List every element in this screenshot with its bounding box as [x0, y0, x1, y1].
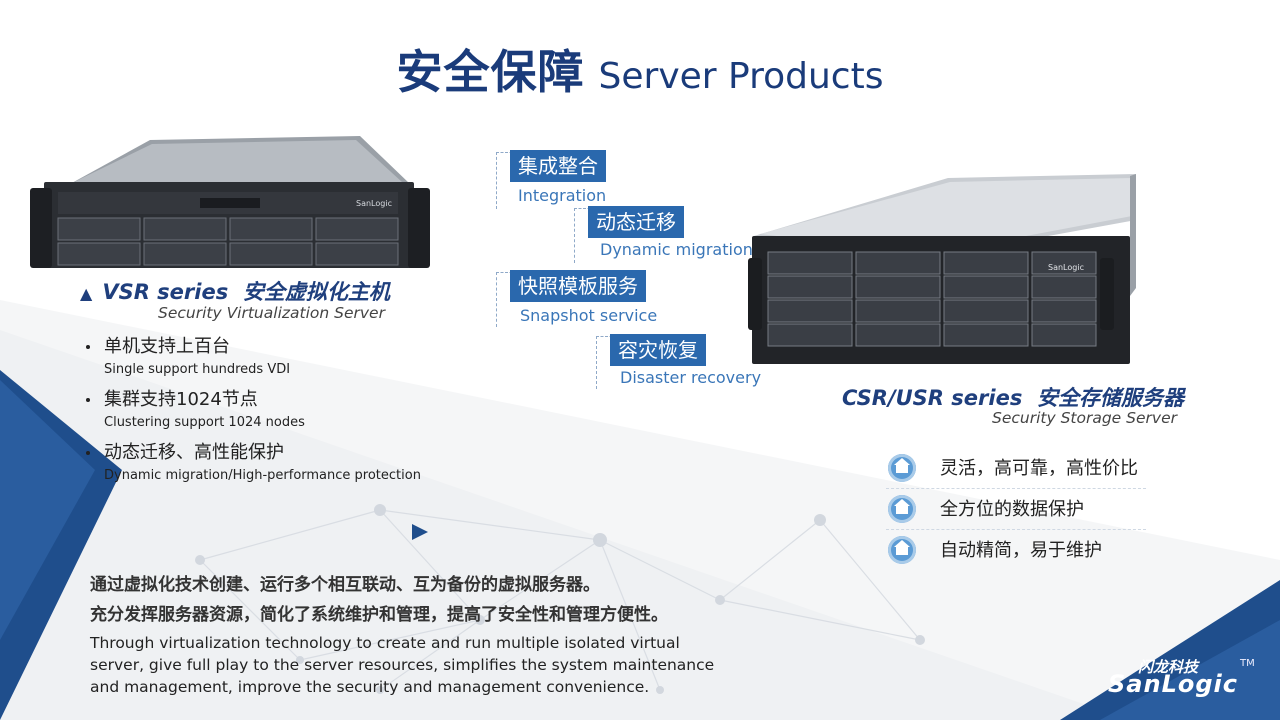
page-title: 安全保障 Server Products: [0, 36, 1280, 102]
csr-brand-label: SanLogic: [1048, 263, 1084, 272]
vsr-brand-label: SanLogic: [356, 199, 392, 208]
list-item: 自动精简，易于维护: [886, 530, 1146, 570]
description-cn-line1: 通过虚拟化技术创建、运行多个相互联动、互为备份的虚拟服务器。: [90, 575, 600, 595]
bullet-icon: [86, 451, 90, 455]
title-cn: 安全保障: [396, 45, 585, 99]
csr-subtitle: Security Storage Server: [992, 409, 1177, 427]
feature-cn: 动态迁移、高性能保护: [104, 442, 284, 463]
triangle-up-icon: ▲: [80, 284, 93, 303]
feature-en: Dynamic migration/High-performance prote…: [104, 468, 421, 483]
csr-feature-text: 全方位的数据保护: [940, 499, 1084, 520]
feature-en: Single support hundreds VDI: [104, 362, 291, 377]
flow-tag-sub: Disaster recovery: [620, 368, 762, 387]
feature-cn: 单机支持上百台: [104, 336, 230, 357]
vsr-subtitle: Security Virtualization Server: [158, 304, 385, 322]
flow-tag-label: 容灾恢复: [610, 334, 706, 366]
csr-feature-text: 自动精简，易于维护: [940, 540, 1102, 561]
list-item: 动态迁移、高性能保护 Dynamic migration/High-perfor…: [86, 440, 486, 487]
vsr-heading: ▲ VSR series 安全虚拟化主机: [80, 276, 390, 306]
vsr-heading-cn: 安全虚拟化主机: [242, 280, 390, 304]
description-paragraph: 通过虚拟化技术创建、运行多个相互联动、互为备份的虚拟服务器。 充分发挥服务器资源…: [90, 570, 730, 698]
list-item: 灵活，高可靠，高性价比: [886, 448, 1146, 489]
logo-en: SanLogic: [1108, 670, 1238, 698]
flow-tag-sub: Integration: [518, 186, 607, 205]
list-item: 单机支持上百台 Single support hundreds VDI: [86, 334, 486, 381]
flow-tag-sub: Snapshot service: [520, 306, 658, 325]
csr-feature-text: 灵活，高可靠，高性价比: [940, 458, 1138, 479]
list-item: 集群支持1024节点 Clustering support 1024 nodes: [86, 387, 486, 434]
logo-tm: TM: [1240, 658, 1255, 669]
list-item: 全方位的数据保护: [886, 489, 1146, 530]
title-en: Server Products: [598, 56, 884, 97]
flow-tag-label: 集成整合: [510, 150, 606, 182]
logo-cn: 闪龙科技: [1138, 658, 1199, 676]
bullet-icon: [86, 398, 90, 402]
home-icon: [888, 454, 916, 482]
flow-tag-sub: Dynamic migration: [600, 240, 753, 259]
csr-heading: CSR/USR series 安全存储服务器: [842, 382, 1184, 412]
csr-heading-en: CSR/USR series: [842, 386, 1023, 410]
csr-server-image: SanLogic: [748, 174, 1136, 364]
flow-tag-label: 动态迁移: [588, 206, 684, 238]
csr-feature-list: 灵活，高可靠，高性价比 全方位的数据保护 自动精简，易于维护: [886, 448, 1146, 570]
bullet-icon: [86, 345, 90, 349]
vsr-heading-en: VSR series: [102, 280, 229, 304]
csr-heading-cn: 安全存储服务器: [1036, 386, 1184, 410]
feature-cn: 集群支持1024节点: [104, 389, 258, 410]
flow-tag-label: 快照模板服务: [510, 270, 646, 302]
vsr-feature-list: 单机支持上百台 Single support hundreds VDI 集群支持…: [86, 334, 486, 493]
description-en: Through virtualization technology to cre…: [90, 634, 715, 696]
triangle-right-icon: [412, 524, 428, 540]
home-icon: [888, 495, 916, 523]
feature-en: Clustering support 1024 nodes: [104, 415, 305, 430]
description-cn-line2: 充分发挥服务器资源，简化了系统维护和管理，提高了安全性和管理方便性。: [90, 605, 668, 625]
home-icon: [888, 536, 916, 564]
vsr-server-image: SanLogic: [30, 136, 430, 268]
